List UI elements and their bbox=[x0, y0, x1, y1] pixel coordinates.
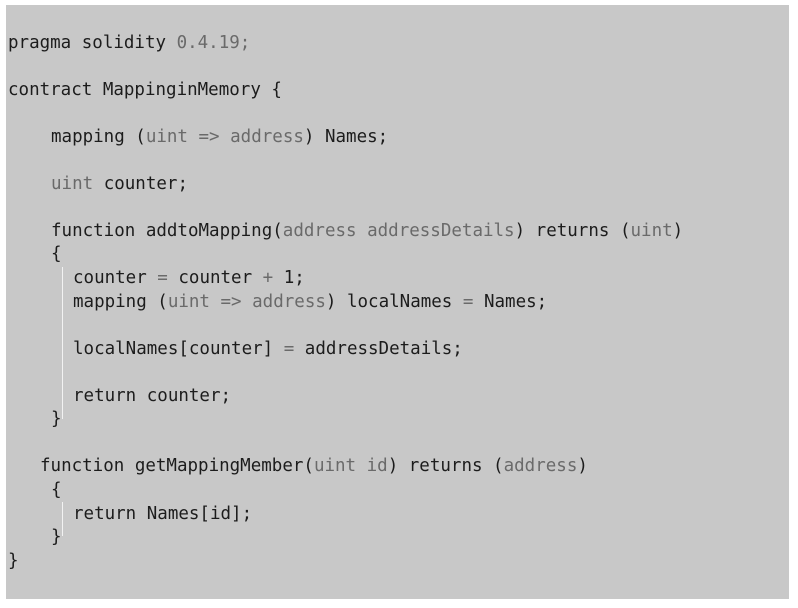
indent-guide-addtoMapping bbox=[62, 267, 63, 419]
code-token: = bbox=[283, 339, 295, 359]
code-token: ) bbox=[672, 221, 684, 241]
code-token: counter; bbox=[93, 174, 188, 194]
code-line-1: pragma solidity 0.4.19; bbox=[8, 31, 250, 55]
code-line-2: contract MappinginMemory { bbox=[8, 78, 282, 102]
code-line-7: counter = counter + 1; bbox=[73, 266, 305, 290]
code-line-15: } bbox=[51, 525, 62, 549]
code-token: address bbox=[252, 292, 326, 312]
code-line-10: return counter; bbox=[73, 384, 231, 408]
code-line-3: mapping (uint => address) Names; bbox=[51, 125, 388, 149]
code-token: function addtoMapping( bbox=[51, 221, 283, 241]
code-token: pragma solidity bbox=[8, 33, 177, 53]
code-token: uint bbox=[51, 174, 94, 194]
code-token: function getMappingMember( bbox=[40, 456, 314, 476]
code-token: contract MappinginMemory { bbox=[8, 80, 282, 100]
code-token: return counter; bbox=[73, 386, 232, 406]
code-line-11: } bbox=[51, 407, 62, 431]
code-token: = bbox=[157, 268, 168, 288]
code-line-5: function addtoMapping(address addressDet… bbox=[51, 219, 683, 243]
code-token: uint bbox=[630, 221, 673, 241]
code-token: + bbox=[262, 268, 274, 288]
code-token: uint bbox=[145, 127, 188, 147]
code-token: ) bbox=[577, 456, 588, 476]
code-line-13: { bbox=[51, 478, 62, 502]
code-token: address bbox=[230, 127, 304, 147]
code-line-16: } bbox=[8, 549, 19, 573]
indent-guide-getMappingMember bbox=[62, 502, 63, 536]
code-token: address bbox=[503, 456, 578, 476]
code-line-6: { bbox=[51, 242, 62, 266]
code-line-9: localNames[counter] = addressDetails; bbox=[73, 337, 463, 361]
code-line-12: function getMappingMember(uint id) retur… bbox=[40, 454, 588, 478]
code-token: ) localNames bbox=[325, 292, 463, 312]
code-area[interactable]: pragma solidity 0.4.19; contract Mapping… bbox=[6, 5, 789, 599]
code-line-8: mapping (uint => address) localNames = N… bbox=[73, 290, 547, 314]
code-token: } bbox=[8, 551, 19, 571]
code-token: counter bbox=[167, 268, 263, 288]
code-token: uint id bbox=[313, 456, 388, 476]
code-token: { bbox=[51, 244, 62, 264]
code-token: Names; bbox=[473, 292, 548, 312]
code-editor[interactable]: pragma solidity 0.4.19; contract Mapping… bbox=[6, 5, 789, 599]
code-token: => bbox=[209, 292, 253, 312]
code-token: => bbox=[187, 127, 231, 147]
code-token: uint bbox=[167, 292, 210, 312]
code-token: counter bbox=[73, 268, 158, 288]
code-line-14: return Names[id]; bbox=[73, 502, 252, 526]
code-token: 0.4.19; bbox=[176, 33, 251, 53]
code-token: ) returns ( bbox=[514, 221, 631, 241]
code-token: mapping ( bbox=[51, 127, 146, 147]
code-token: ) returns ( bbox=[387, 456, 504, 476]
code-line-4: uint counter; bbox=[51, 172, 188, 196]
code-token: addressDetails; bbox=[294, 339, 463, 359]
code-token: 1; bbox=[273, 268, 305, 288]
code-token: localNames[counter] bbox=[73, 339, 284, 359]
code-token: ) Names; bbox=[303, 127, 389, 147]
code-token: address addressDetails bbox=[282, 221, 515, 241]
code-token: = bbox=[462, 292, 474, 312]
code-token: } bbox=[51, 409, 62, 429]
code-token: return Names[id]; bbox=[73, 504, 253, 524]
code-token: { bbox=[51, 480, 62, 500]
code-token: } bbox=[51, 527, 62, 547]
code-token: mapping ( bbox=[73, 292, 168, 312]
